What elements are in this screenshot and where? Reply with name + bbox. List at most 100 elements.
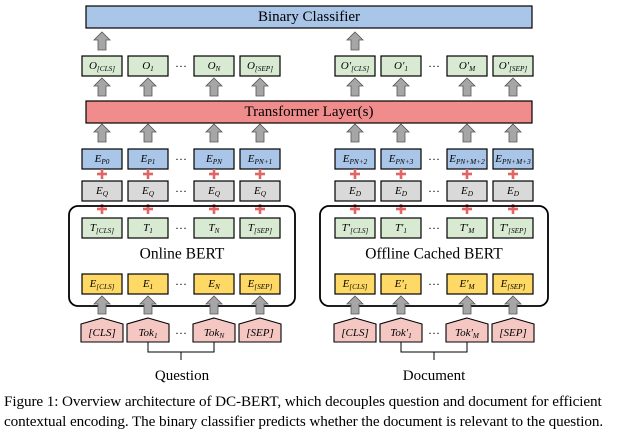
up-arrow-icon bbox=[139, 77, 157, 97]
up-arrow-icon bbox=[251, 123, 269, 143]
hidden-state-box: T1 bbox=[127, 217, 169, 239]
plus-icon bbox=[143, 169, 153, 179]
position-embedding-box: EPN+1 bbox=[239, 148, 281, 170]
up-arrow-icon bbox=[93, 31, 111, 51]
position-embedding-box: EPN bbox=[193, 148, 235, 170]
token-embedding-box: E'M bbox=[446, 273, 488, 295]
token-embedding-box-label: E[SEP] bbox=[500, 278, 526, 291]
segment-embedding-box-label: EQ bbox=[95, 185, 109, 198]
input-token-label: [CLS] bbox=[88, 327, 116, 339]
segment-embedding-box: EQ bbox=[127, 180, 169, 202]
segment-embedding-box-label: ED bbox=[394, 185, 408, 198]
segment-embedding-box: ED bbox=[446, 180, 488, 202]
input-token: Tok'M bbox=[445, 317, 489, 343]
up-arrow-icon bbox=[504, 77, 522, 97]
output-box: O'[SEP] bbox=[492, 55, 534, 77]
up-arrow-icon bbox=[251, 295, 269, 315]
up-arrow-icon bbox=[458, 77, 476, 97]
figure-caption: Figure 1: Overview architecture of DC-BE… bbox=[4, 393, 604, 430]
question-label: Question bbox=[155, 368, 210, 384]
segment-embedding-box-label: ED bbox=[506, 185, 520, 198]
position-embedding-box-label: EP0 bbox=[94, 153, 110, 166]
output-box-label: ON bbox=[208, 60, 222, 73]
up-arrow-icon bbox=[504, 123, 522, 143]
segment-embedding-box: EQ bbox=[81, 180, 123, 202]
output-box: ON bbox=[193, 55, 235, 77]
plus-icon bbox=[350, 169, 360, 179]
online-bert-frame: Online BERT bbox=[68, 205, 296, 307]
ellipsis: ··· bbox=[175, 277, 187, 291]
plus-icon bbox=[255, 169, 265, 179]
output-box: O1 bbox=[127, 55, 169, 77]
plus-icon bbox=[508, 204, 518, 214]
ellipsis: ··· bbox=[428, 184, 440, 198]
token-embedding-box: E[SEP] bbox=[239, 273, 281, 295]
position-embedding-box-label: EPN bbox=[205, 153, 223, 166]
input-token: [SEP] bbox=[491, 317, 535, 343]
token-embedding-box-label: E[CLS] bbox=[342, 278, 368, 291]
up-arrow-icon bbox=[205, 123, 223, 143]
plus-icon bbox=[97, 169, 107, 179]
output-box: O'1 bbox=[380, 55, 422, 77]
output-box-label: O'[CLS] bbox=[341, 60, 370, 73]
input-token-label: [CLS] bbox=[341, 327, 369, 339]
input-token: TokN bbox=[192, 317, 236, 343]
ellipsis: ··· bbox=[428, 221, 440, 235]
token-embedding-box-label: EN bbox=[207, 278, 221, 291]
up-arrow-icon bbox=[346, 77, 364, 97]
hidden-state-box: T'[CLS] bbox=[334, 217, 376, 239]
document-label: Document bbox=[403, 368, 466, 384]
position-embedding-box: EPN+M+2 bbox=[446, 148, 488, 170]
up-arrow-icon bbox=[93, 295, 111, 315]
transformer-layer-label: Transformer Layer(s) bbox=[245, 104, 374, 120]
ellipsis: ··· bbox=[175, 59, 187, 73]
segment-embedding-box-label: ED bbox=[460, 185, 474, 198]
up-arrow-icon bbox=[346, 31, 364, 51]
plus-icon bbox=[209, 204, 219, 214]
token-embedding-box: E[CLS] bbox=[334, 273, 376, 295]
hidden-state-box: T[SEP] bbox=[239, 217, 281, 239]
position-embedding-box: EP0 bbox=[81, 148, 123, 170]
offline-cached-bert-label: Offline Cached BERT bbox=[365, 246, 503, 263]
up-arrow-icon bbox=[458, 123, 476, 143]
output-box-label: O'M bbox=[459, 60, 476, 73]
hidden-state-box: TN bbox=[193, 217, 235, 239]
up-arrow-icon bbox=[93, 77, 111, 97]
position-embedding-box: EPN+2 bbox=[334, 148, 376, 170]
token-embedding-box: E1 bbox=[127, 273, 169, 295]
up-arrow-icon bbox=[93, 123, 111, 143]
token-embedding-box: EN bbox=[193, 273, 235, 295]
hidden-state-box-label: T[SEP] bbox=[248, 222, 272, 235]
ellipsis: ··· bbox=[428, 152, 440, 166]
output-box-label: O'1 bbox=[394, 60, 408, 73]
hidden-state-box: T[CLS] bbox=[81, 217, 123, 239]
hidden-state-box-label: T1 bbox=[143, 222, 153, 235]
position-embedding-box: EP1 bbox=[127, 148, 169, 170]
plus-icon bbox=[396, 169, 406, 179]
token-embedding-box: E'1 bbox=[380, 273, 422, 295]
ellipsis: ··· bbox=[175, 184, 187, 198]
plus-icon bbox=[508, 169, 518, 179]
position-embedding-box-label: EPN+M+3 bbox=[494, 153, 531, 166]
hidden-state-box: T'1 bbox=[380, 217, 422, 239]
segment-embedding-box: ED bbox=[492, 180, 534, 202]
output-box: O[CLS] bbox=[81, 55, 123, 77]
input-token-label: Tok'M bbox=[455, 327, 480, 340]
up-arrow-icon bbox=[346, 295, 364, 315]
up-arrow-icon bbox=[139, 295, 157, 315]
token-embedding-box-label: E1 bbox=[142, 278, 153, 291]
ellipsis: ··· bbox=[428, 326, 440, 340]
plus-icon bbox=[462, 169, 472, 179]
output-box: O'M bbox=[446, 55, 488, 77]
online-bert-label: Online BERT bbox=[140, 246, 225, 263]
input-token-label: [SEP] bbox=[246, 327, 274, 339]
plus-icon bbox=[255, 204, 265, 214]
hidden-state-box-label: TN bbox=[209, 222, 221, 235]
segment-embedding-box-label: EQ bbox=[141, 185, 155, 198]
plus-icon bbox=[143, 204, 153, 214]
plus-icon bbox=[97, 204, 107, 214]
plus-icon bbox=[462, 204, 472, 214]
input-token: [CLS] bbox=[80, 317, 124, 343]
segment-embedding-box: EQ bbox=[193, 180, 235, 202]
